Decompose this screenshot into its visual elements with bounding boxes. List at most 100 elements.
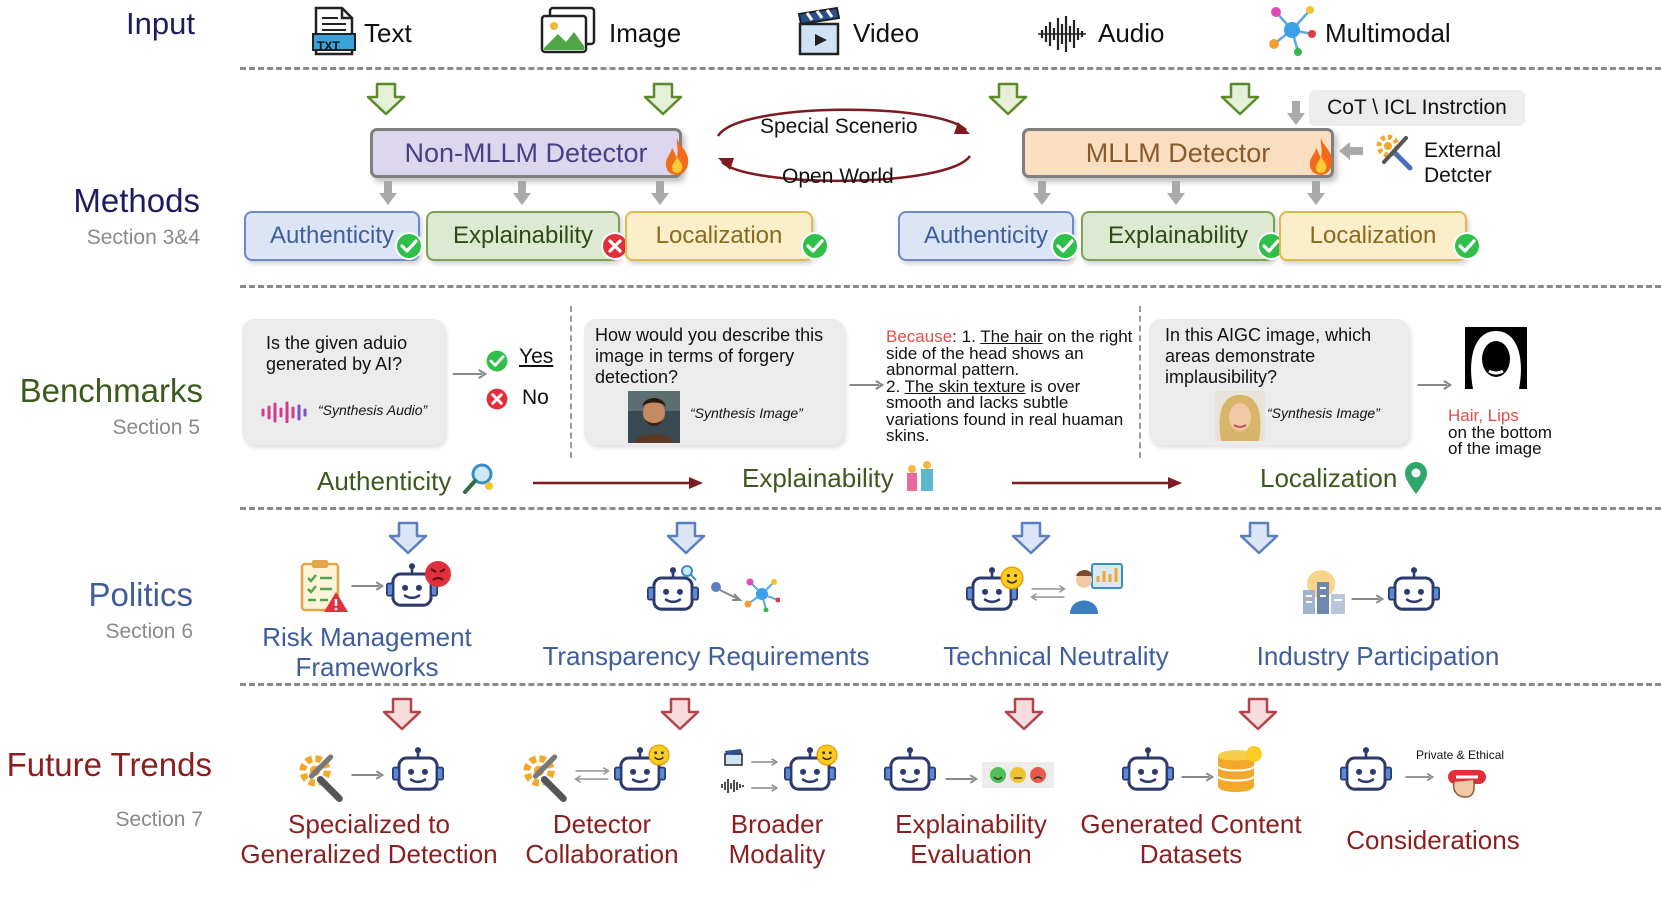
private-ethical-label: Private & Ethical <box>1416 748 1505 762</box>
pill-label: Authenticity <box>923 222 1049 249</box>
mllm-detector-label: MLLM Detector <box>1085 137 1271 168</box>
pill-authenticity-non-mllm: Authenticity <box>244 211 420 261</box>
audio-wave-icon <box>261 401 307 423</box>
arrow-f5 <box>1180 770 1214 784</box>
location-pin-icon <box>1405 462 1427 494</box>
input-image: Image <box>540 6 700 58</box>
synthetic-portrait-man <box>628 391 680 443</box>
politics-label-line2: Frameworks <box>295 652 439 682</box>
row-title-input: Input <box>126 6 195 41</box>
robot-icon <box>1122 746 1174 796</box>
answer-part-2: is over smooth and lacks subtle variatio… <box>886 376 1124 445</box>
search-gear-icon <box>681 565 697 581</box>
magnifier-icon <box>463 463 493 494</box>
future-label-line2: Collaboration <box>525 839 679 869</box>
special-scenario-label: Special Scenerio <box>760 115 918 138</box>
arrow-q1 <box>451 367 487 381</box>
neutral-face-icon <box>1000 566 1024 590</box>
benchmark-divider <box>570 306 572 458</box>
arrow-f3b <box>750 782 778 794</box>
flame-icon <box>662 136 692 176</box>
answer-part-1: on the right side of the head shows an a… <box>886 327 1133 379</box>
check-icon <box>1452 231 1482 261</box>
blue-arrow-3 <box>1011 521 1051 555</box>
question-box-audio: Is the given aduio generated by AI? “Syn… <box>242 319 445 445</box>
blue-arrow-4 <box>1239 521 1279 555</box>
input-arrow-3 <box>988 82 1028 116</box>
future-broader-modality: Broader Modality <box>700 809 854 869</box>
input-multimodal: Multimodal <box>1268 4 1468 60</box>
checklist-icon <box>300 560 348 612</box>
red-arrow-4 <box>1238 697 1278 731</box>
image-icon <box>540 6 596 54</box>
pill-arrow <box>378 180 398 206</box>
row-title-politics: Politics <box>88 576 193 613</box>
video-small-icon <box>724 749 743 766</box>
happy-face-icon <box>648 744 670 766</box>
future-detector-collaboration: Detector Collaboration <box>514 809 690 869</box>
txt-file-icon <box>312 6 356 56</box>
input-label-multimodal: Multimodal <box>1325 18 1451 48</box>
future-label-line1: Broader <box>730 809 824 839</box>
rating-faces-icon <box>982 762 1054 788</box>
row-title-future: Future Trends <box>6 746 212 783</box>
row-section-politics: Section 6 <box>105 620 193 643</box>
open-world-label: Open World <box>782 165 894 188</box>
txt-badge: TXT <box>317 39 340 53</box>
row-title-methods: Methods <box>73 182 200 219</box>
robot-icon <box>884 746 936 796</box>
wrench-gear-icon <box>520 750 572 802</box>
input-arrow-2 <box>643 82 683 116</box>
mllm-detector-box: MLLM Detector <box>1022 128 1334 178</box>
row-title-benchmarks: Benchmarks <box>19 372 203 409</box>
bidirectional-arrow <box>574 764 610 786</box>
pill-authenticity-mllm: Authenticity <box>898 211 1074 261</box>
future-label-line1: Explainability <box>895 809 1047 839</box>
future-label-line1: Generated Content <box>1080 809 1302 839</box>
multimodal-network-icon <box>1269 6 1316 56</box>
pill-label: Explainability <box>1107 222 1249 249</box>
pill-arrow <box>1166 180 1186 206</box>
pill-arrow <box>512 180 532 206</box>
happy-face-icon <box>816 744 838 766</box>
image-caption: “Synthesis Image” <box>690 405 803 421</box>
external-line-1: External <box>1424 139 1502 162</box>
cot-icl-label: CoT \ ICL Instrction <box>1327 96 1507 119</box>
scenario-arrows <box>716 108 972 183</box>
check-icon <box>394 231 424 261</box>
future-generated-datasets: Generated Content Datasets <box>1070 809 1312 869</box>
input-label-audio: Audio <box>1098 18 1165 48</box>
industry-icon <box>1303 570 1345 614</box>
pill-arrow <box>1032 180 1052 206</box>
answer-colon: : 1. <box>952 327 981 346</box>
future-label-line1: Considerations <box>1346 825 1520 855</box>
pill-arrow <box>1306 180 1326 206</box>
answer-skin-texture: The skin texture <box>904 376 1026 396</box>
image-caption-2: “Synthesis Image” <box>1267 405 1380 421</box>
pill-arrow <box>650 180 670 206</box>
question-box-localization: In this AIGC image, which areas demonstr… <box>1149 319 1409 445</box>
pill-label: Localization <box>655 222 783 249</box>
non-mllm-detector-label: Non-MLLM Detector <box>404 137 648 168</box>
mask-image <box>1465 327 1527 389</box>
cot-icl-box: CoT \ ICL Instrction <box>1309 90 1525 126</box>
audio-waveform-icon <box>1038 16 1086 52</box>
question-text: In this AIGC image, which areas demonstr… <box>1165 325 1372 387</box>
flame-icon <box>1306 136 1336 176</box>
robot-icon <box>1340 746 1392 796</box>
future-considerations: Considerations <box>1340 825 1526 855</box>
blue-arrow-1 <box>388 521 428 555</box>
separator-benchmarks <box>240 507 1661 510</box>
answer-the-hair: The hair <box>980 327 1043 346</box>
separator-methods <box>240 285 1661 288</box>
no-cross-icon <box>484 386 510 412</box>
external-arrow <box>1339 142 1363 160</box>
wrench-gear-icon <box>296 750 348 802</box>
arrow-q3 <box>1416 378 1452 392</box>
future-label-line1: Specialized to <box>288 809 450 839</box>
arrow-p4 <box>1350 592 1384 606</box>
cot-arrow <box>1286 100 1306 126</box>
politics-label-line1: Industry Participation <box>1256 641 1500 671</box>
separator-input <box>240 67 1661 70</box>
stage-arrow-2 <box>1012 477 1182 489</box>
